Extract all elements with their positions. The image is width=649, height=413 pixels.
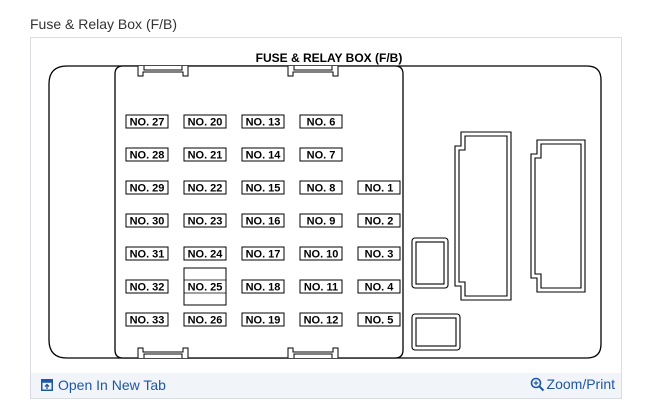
fuse-label: NO. 32: [130, 282, 165, 294]
fuse-label: NO. 29: [130, 183, 165, 195]
fuse-label: NO. 8: [307, 183, 336, 195]
fuse-31: NO. 31: [125, 246, 169, 261]
fuse-7: NO. 7: [299, 147, 343, 162]
fuse-label: NO. 4: [365, 282, 395, 294]
fuse-20: NO. 20: [183, 114, 227, 129]
fuse-21: NO. 21: [183, 147, 227, 162]
top-clip-left: [137, 66, 189, 77]
fuse-label: NO. 2: [365, 216, 394, 228]
fuse-12: NO. 12: [299, 312, 343, 327]
fuse-grid: NO. 27 NO. 28 NO. 29 NO. 30 NO. 31 NO. 32 NO. …: [125, 114, 401, 327]
fuse-label: NO. 28: [130, 150, 165, 162]
fuse-label: NO. 13: [246, 117, 281, 129]
fuse-9: NO. 9: [299, 213, 343, 228]
fuse-label: NO. 33: [130, 315, 165, 327]
fuse-13: NO. 13: [241, 114, 285, 129]
fuse-16: NO. 16: [241, 213, 285, 228]
fuse-label: NO. 22: [188, 183, 223, 195]
fuse-15: NO. 15: [241, 180, 285, 195]
fuse-23: NO. 23: [183, 213, 227, 228]
fuse-28: NO. 28: [125, 147, 169, 162]
fuse-30: NO. 30: [125, 213, 169, 228]
footer-bar: Open In New Tab Zoom/Print: [31, 373, 621, 398]
fuse-label: NO. 7: [307, 150, 336, 162]
fuse-label: NO. 11: [304, 282, 338, 294]
fuse-29: NO. 29: [125, 180, 169, 195]
fuse-33: NO. 33: [125, 312, 169, 327]
fuse-5: NO. 5: [357, 312, 401, 327]
fuse-label: NO. 25: [188, 282, 223, 294]
fuse-18: NO. 18: [241, 279, 285, 294]
fuse-label: NO. 6: [307, 117, 336, 129]
fuse-label: NO. 17: [246, 249, 281, 261]
fuse-label: NO. 1: [365, 183, 394, 195]
fuse-label: NO. 15: [246, 183, 281, 195]
fuse-label: NO. 3: [365, 249, 394, 261]
bottom-clip-left: [137, 347, 189, 358]
diagram-title: FUSE & RELAY BOX (F/B): [256, 51, 403, 65]
page-title: Fuse & Relay Box (F/B): [30, 16, 178, 32]
fuse-label: NO. 10: [304, 249, 339, 261]
fuse-4: NO. 4: [357, 279, 401, 294]
fuse-6: NO. 6: [299, 114, 343, 129]
fuse-label: NO. 31: [130, 249, 165, 261]
fuse-label: NO. 24: [188, 249, 224, 261]
fuse-label: NO. 9: [307, 216, 336, 228]
fuse-26: NO. 26: [183, 312, 227, 327]
fuse-24: NO. 24: [183, 246, 227, 261]
relay-connector-left: [454, 131, 512, 301]
zoom-print-link[interactable]: Zoom/Print: [530, 376, 615, 392]
top-clip-right: [287, 66, 339, 77]
fuse-25: NO. 25: [183, 267, 227, 306]
fuse-8: NO. 8: [299, 180, 343, 195]
zoom-icon: [530, 377, 545, 392]
fuse-label: NO. 18: [246, 282, 281, 294]
fuse-label: NO. 20: [188, 117, 223, 129]
fuse-27: NO. 27: [125, 114, 169, 129]
fuse-17: NO. 17: [241, 246, 285, 261]
fuse-2: NO. 2: [357, 213, 401, 228]
fuse-32: NO. 32: [125, 279, 169, 294]
open-in-new-tab-link[interactable]: Open In New Tab: [41, 377, 166, 393]
fuse-label: NO. 21: [188, 150, 223, 162]
fuse-label: NO. 26: [188, 315, 223, 327]
fuse-19: NO. 19: [241, 312, 285, 327]
fuse-11: NO. 11: [299, 279, 343, 294]
fuse-label: NO. 14: [246, 150, 282, 162]
fuse-label: NO. 30: [130, 216, 165, 228]
housing-outline: [48, 65, 602, 359]
fuse-3: NO. 3: [357, 246, 401, 261]
open-new-tab-icon: [41, 379, 53, 391]
relay-connector-right: [530, 139, 586, 293]
fuse-label: NO. 16: [246, 216, 281, 228]
fuse-label: NO. 5: [365, 315, 394, 327]
fuse-14: NO. 14: [241, 147, 285, 162]
relay-socket-upper: [411, 237, 449, 289]
zoom-print-label: Zoom/Print: [546, 376, 615, 392]
fuse-label: NO. 23: [188, 216, 223, 228]
bottom-clip-right: [287, 347, 339, 358]
fuse-22: NO. 22: [183, 180, 227, 195]
relay-socket-lower: [411, 313, 461, 351]
fuse-label: NO. 19: [246, 315, 281, 327]
fuse-10: NO. 10: [299, 246, 343, 261]
open-in-new-tab-label: Open In New Tab: [58, 377, 166, 393]
fuse-1: NO. 1: [357, 180, 401, 195]
fuse-label: NO. 27: [130, 117, 165, 129]
fuse-label: NO. 12: [304, 315, 339, 327]
